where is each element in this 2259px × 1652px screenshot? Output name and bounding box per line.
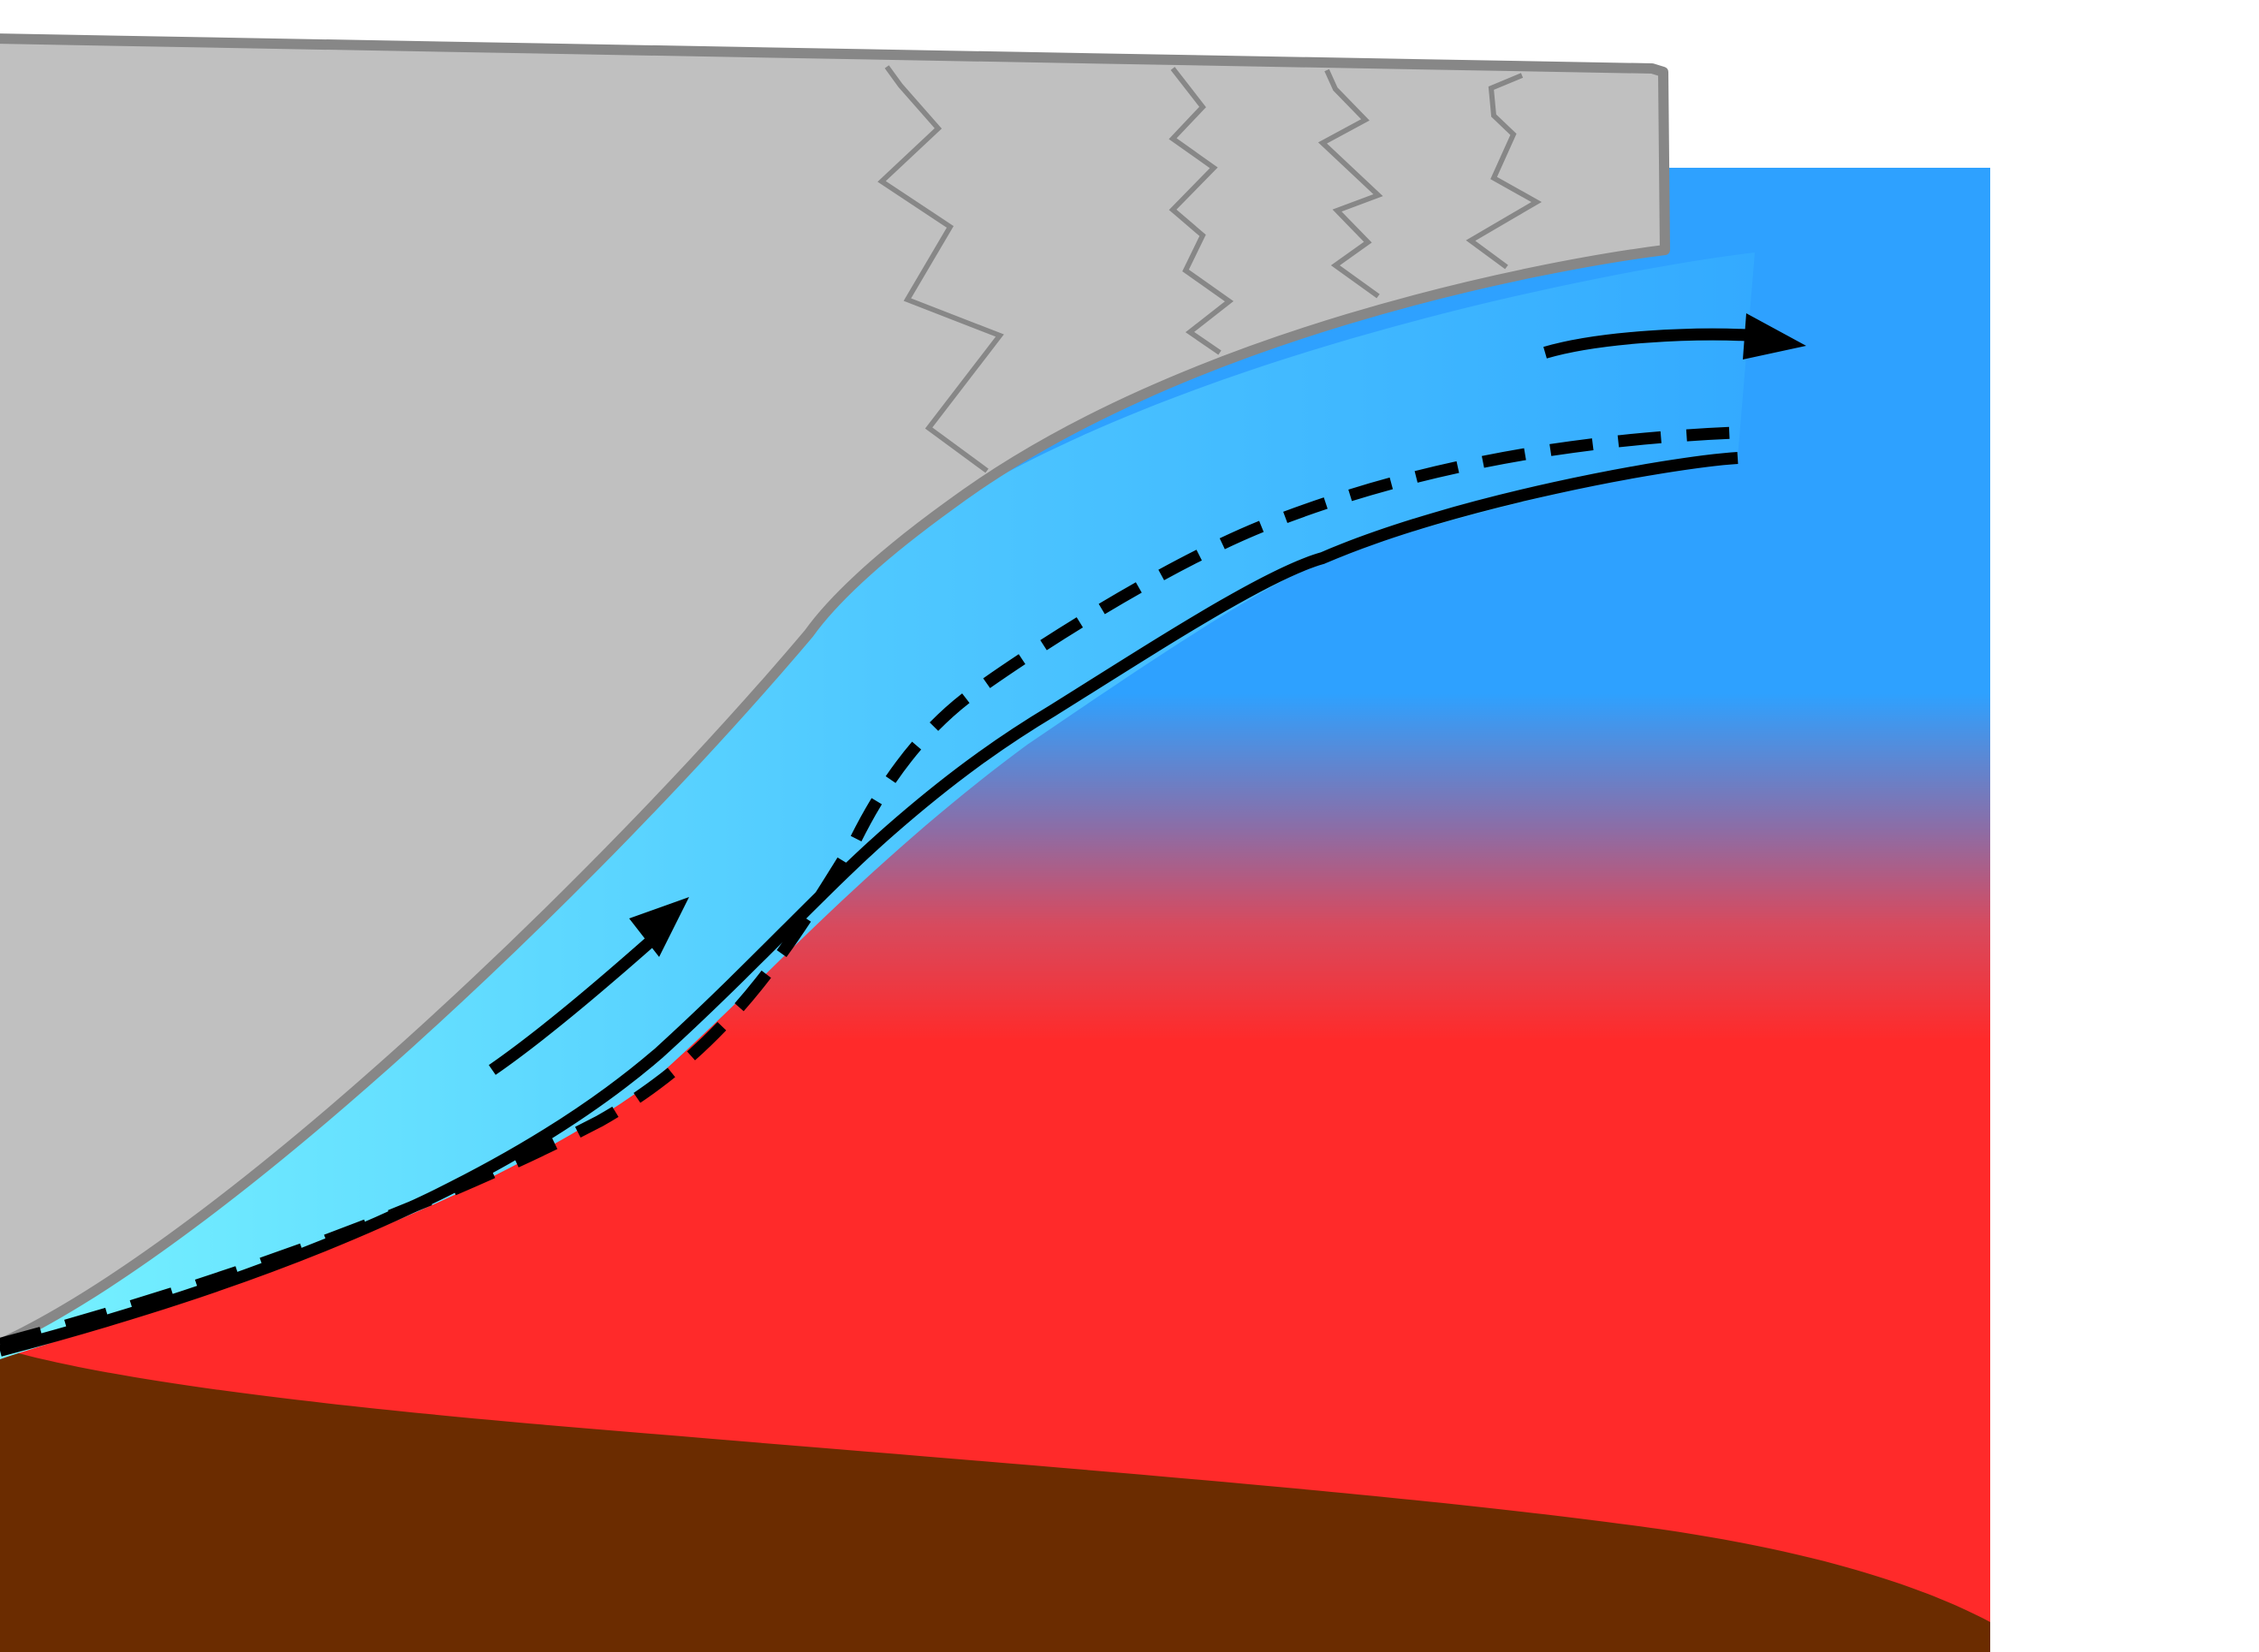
- ice-shelf: [0, 33, 1670, 1350]
- seabed: [0, 1348, 1990, 1652]
- dashed-boundary-line: [0, 426, 1747, 1350]
- crevasse: [877, 65, 1004, 473]
- arrow-right-icon: [1543, 313, 1806, 360]
- arrow-up-right-icon: [489, 897, 689, 1075]
- crevasse: [1465, 73, 1543, 270]
- solid-boundary-line: [0, 452, 1739, 1357]
- crevasse: [1168, 67, 1234, 355]
- crevasse: [1317, 68, 1383, 299]
